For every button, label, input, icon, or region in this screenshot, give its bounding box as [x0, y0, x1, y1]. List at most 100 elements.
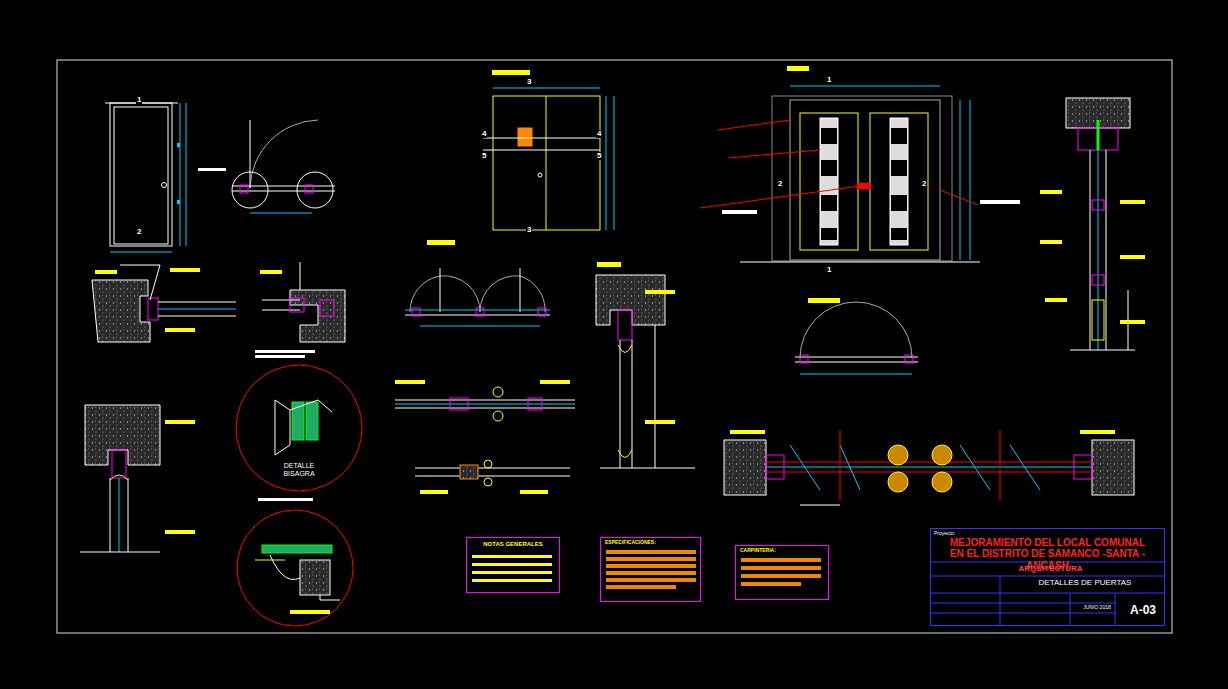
frame-section — [290, 290, 345, 342]
title-block-grid — [930, 593, 1165, 594]
note-text-lines — [606, 571, 696, 575]
title-block-grid — [1070, 593, 1071, 626]
annotation-bar — [1120, 200, 1145, 204]
frame-section — [92, 280, 150, 342]
plan-section — [766, 455, 784, 479]
door-plan — [520, 276, 545, 312]
door-elevation — [546, 96, 547, 230]
vertical-section — [596, 275, 695, 468]
note-text-lines — [472, 555, 552, 558]
door-plan — [297, 172, 333, 208]
vertical-section — [1090, 150, 1091, 350]
callout-number: 4 — [481, 130, 487, 138]
horizontal-section — [484, 478, 492, 486]
note-text-lines — [741, 574, 821, 578]
hinge-detail — [275, 400, 290, 455]
door-plan — [232, 186, 335, 187]
door-elevation — [105, 103, 186, 252]
note-text-lines — [741, 566, 821, 570]
annotation-bar — [1040, 190, 1062, 194]
note-text-lines — [741, 582, 801, 586]
horizontal-section — [415, 476, 570, 477]
plan-section — [840, 430, 841, 500]
vertical-section — [112, 450, 126, 478]
door-plan — [520, 268, 521, 312]
door-plan — [856, 302, 912, 358]
frame-section — [320, 300, 334, 316]
title-block-grid — [930, 603, 1115, 604]
node-text: CARPINTERIA: — [740, 548, 824, 554]
stop-detail — [270, 555, 340, 600]
frame-section — [120, 265, 160, 266]
node-text: Proyecto: — [934, 531, 1161, 537]
double-door-elevation — [821, 160, 837, 176]
door-plan — [800, 374, 912, 375]
stop-detail — [237, 510, 353, 626]
hinge-detail — [318, 400, 332, 412]
vertical-section — [600, 468, 695, 469]
note-box: NOTAS GENERALES — [466, 537, 560, 593]
door-plan — [440, 268, 441, 312]
door-elevation — [483, 88, 614, 230]
door-elevation — [493, 88, 600, 89]
annotation-bar — [1040, 240, 1062, 244]
annotation-bar — [808, 298, 840, 303]
door-plan — [198, 120, 335, 213]
vertical-section — [618, 450, 632, 458]
callout-number: 3 — [526, 226, 532, 234]
door-elevation — [493, 96, 600, 230]
node-text: NOTAS GENERALES — [469, 541, 557, 548]
callout-number: 5 — [596, 152, 602, 160]
title-block-grid — [1000, 576, 1001, 626]
note-text-lines — [606, 578, 696, 582]
plan-section — [932, 445, 952, 465]
plan-section — [766, 462, 1092, 463]
note-text-lines — [472, 563, 552, 566]
frame-section — [158, 309, 236, 310]
node-text: ARQUITECTURA — [933, 564, 1168, 573]
plan-section — [1074, 455, 1092, 479]
note-text-lines — [472, 550, 821, 589]
double-door-elevation — [790, 100, 940, 260]
double-door-elevation — [790, 86, 940, 87]
double-door-elevation — [820, 118, 838, 245]
vertical-section — [1098, 150, 1099, 350]
door-plan — [420, 326, 540, 327]
plan-section — [932, 472, 952, 492]
horizontal-section — [395, 404, 575, 405]
frame-section — [158, 316, 236, 317]
door-elevation — [483, 138, 600, 139]
door-elevation — [606, 96, 607, 230]
stop-detail — [262, 545, 332, 553]
door-plan — [795, 357, 918, 358]
node-text: ESPECIFICACIONES: — [605, 540, 696, 546]
door-plan — [476, 308, 484, 316]
door-plan — [800, 355, 808, 363]
annotation-bar — [1080, 430, 1115, 434]
double-door-elevation — [891, 160, 907, 176]
vertical-section — [596, 275, 665, 325]
annotation-bar — [395, 380, 425, 384]
note-text-lines — [472, 579, 552, 582]
annotation-bar — [597, 262, 621, 267]
door-elevation — [162, 183, 167, 188]
double-door-elevation — [728, 150, 820, 158]
annotation-bar — [255, 350, 315, 353]
double-door-elevation — [740, 262, 980, 263]
node-text: DETALLES DE PUERTAS — [1003, 578, 1167, 587]
double-door-elevation — [821, 195, 837, 211]
horizontal-section — [493, 411, 503, 421]
double-door-elevation — [940, 190, 978, 205]
frame-section — [148, 298, 158, 320]
note-text-lines — [741, 558, 821, 562]
door-plan — [250, 120, 318, 188]
title-cell: ARQUITECTURA — [933, 564, 1168, 577]
door-plan — [405, 268, 550, 326]
node-text: JUNIO 2018 — [1073, 605, 1121, 611]
stop-detail — [300, 560, 330, 595]
callout-number: 2 — [921, 180, 927, 188]
double-door-elevation — [821, 128, 837, 144]
double-door-elevation — [700, 186, 860, 208]
door-plan — [232, 172, 268, 208]
note-box: CARPINTERIA: — [735, 545, 829, 600]
